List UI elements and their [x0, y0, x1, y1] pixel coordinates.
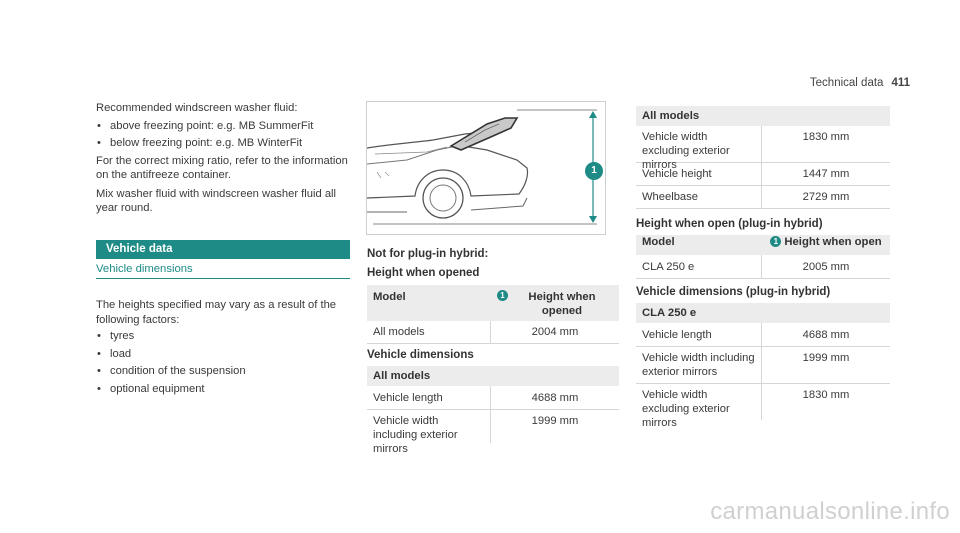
section-bar-vehicle-data: Vehicle data: [96, 240, 350, 259]
running-header: Technical data 411: [810, 77, 910, 89]
vehicle-dimensions-heading: Vehicle dimensions: [367, 349, 474, 361]
all-models-table: All models Vehicle width excluding exter…: [636, 106, 890, 209]
height-opened-table: Model 1 Height when opened All models 20…: [367, 285, 619, 344]
watermark: carmanualsonline.info: [710, 498, 950, 525]
heights-note: The heights specified may vary as a resu…: [96, 299, 337, 326]
table-row: Vehicle width including exterior mirrors…: [636, 347, 890, 384]
dimensions-hybrid-heading: Vehicle dimensions (plug-in hybrid): [636, 286, 831, 298]
table-row: Vehicle height 1447 mm: [636, 163, 890, 186]
mixing-ratio-note: For the correct mixing ratio, refer to t…: [96, 154, 348, 182]
car-rear-illustration: [367, 109, 597, 225]
column-header-model: Model: [642, 236, 675, 248]
list-item: above freezing point: e.g. MB SummerFit: [96, 118, 350, 136]
table-header: CLA 250 e: [636, 303, 890, 323]
list-item: optional equipment: [96, 381, 350, 399]
factors-list: tyres load condition of the suspension o…: [96, 328, 350, 398]
table-row: Vehicle length 4688 mm: [367, 386, 619, 410]
table-header: All models: [636, 106, 890, 126]
callout-badge: 1: [770, 236, 782, 247]
section-title: Technical data: [809, 77, 884, 89]
table-header: Model 1 Height when opened: [367, 285, 619, 321]
list-item: below freezing point: e.g. MB WinterFit: [96, 135, 350, 153]
mix-all-year-note: Mix washer fluid with windscreen washer …: [96, 187, 337, 215]
tailgate-height-figure: 1: [366, 101, 606, 235]
callout-badge: 1: [497, 290, 508, 301]
dimensions-hybrid-table: CLA 250 e Vehicle length 4688 mm Vehicle…: [636, 303, 890, 429]
vehicle-dimensions-table: All models Vehicle length 4688 mm Vehicl…: [367, 366, 619, 455]
column-header-model: Model: [373, 291, 406, 303]
heights-block: The heights specified may vary as a resu…: [96, 298, 350, 398]
subhead-vehicle-dimensions: Vehicle dimensions: [96, 262, 350, 279]
column-header-height: 1 Height when opened: [491, 290, 619, 321]
table-header: All models: [367, 366, 619, 386]
callout-badge: 1: [585, 162, 603, 180]
left-column: Recommended windscreen washer fluid: abo…: [96, 101, 350, 216]
table-row: Vehicle width excluding exterior mirrors…: [636, 384, 890, 429]
table-row: Vehicle width excluding exterior mirrors…: [636, 126, 890, 171]
table-row: Vehicle width including exterior mirrors…: [367, 410, 619, 455]
table-row: Vehicle length 4688 mm: [636, 323, 890, 347]
list-item: condition of the suspension: [96, 363, 350, 381]
table-row: Wheelbase 2729 mm: [636, 186, 890, 209]
fluid-list: above freezing point: e.g. MB SummerFit …: [96, 118, 350, 153]
page-number: 411: [891, 77, 910, 89]
table-row: CLA 250 e 2005 mm: [636, 255, 890, 279]
list-item: tyres: [96, 328, 350, 346]
not-plugin-heading: Not for plug-in hybrid:: [367, 248, 489, 260]
washer-fluid-intro: Recommended windscreen washer fluid:: [96, 102, 298, 114]
height-open-hybrid-heading: Height when open (plug-in hybrid): [636, 218, 823, 230]
table-row: All models 2004 mm: [367, 321, 619, 344]
list-item: load: [96, 346, 350, 364]
height-opened-heading: Height when opened: [367, 267, 480, 279]
